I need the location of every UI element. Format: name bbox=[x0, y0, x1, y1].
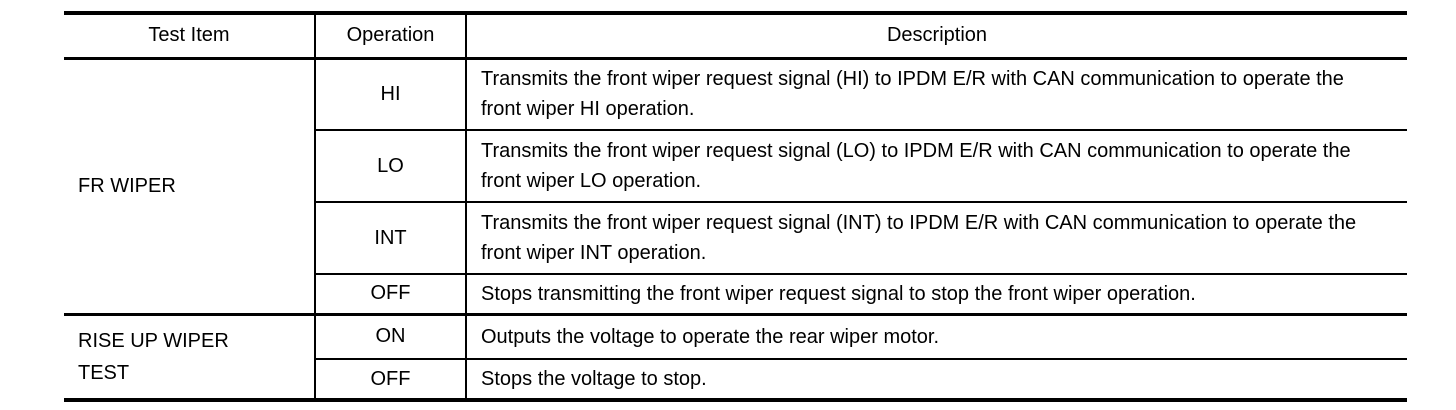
description-cell-hi: Transmits the front wiper request signal… bbox=[466, 58, 1407, 131]
table-row-fr-wiper-off: OFF Stops transmitting the front wiper r… bbox=[64, 274, 1407, 316]
wiper-test-table: Test Item Operation Description FR WIPER… bbox=[64, 11, 1407, 402]
description-text: Transmits the front wiper request signal… bbox=[481, 212, 1357, 264]
table-row-rise-up-off: OFF Stops the voltage to stop. bbox=[64, 359, 1407, 400]
description-cell-on: Outputs the voltage to operate the rear … bbox=[466, 314, 1407, 360]
column-header-test-item: Test Item bbox=[64, 13, 316, 60]
description-cell-off2: Stops the voltage to stop. bbox=[466, 359, 1407, 400]
operation-cell-on: ON bbox=[315, 314, 467, 360]
test-item-label: FR WIPER bbox=[78, 175, 176, 197]
description-cell-lo: Transmits the front wiper request signal… bbox=[466, 130, 1407, 203]
operation-cell-lo: LO bbox=[315, 130, 467, 203]
operation-cell-off2: OFF bbox=[315, 359, 467, 400]
test-item-cell-rise-up-wiper-test: RISE UP WIPER TEST bbox=[64, 314, 316, 400]
column-header-description: Description bbox=[466, 13, 1407, 60]
description-text: Stops the voltage to stop. bbox=[481, 368, 707, 390]
description-cell-off: Stops transmitting the front wiper reque… bbox=[466, 274, 1407, 316]
table-row-rise-up-on: RISE UP WIPER TEST ON Outputs the voltag… bbox=[64, 314, 1407, 400]
operation-cell-hi: HI bbox=[315, 58, 467, 131]
description-cell-int: Transmits the front wiper request signal… bbox=[466, 202, 1407, 275]
test-item-label: RISE UP WIPER TEST bbox=[78, 329, 229, 384]
operation-cell-off: OFF bbox=[315, 274, 467, 316]
column-header-operation: Operation bbox=[315, 13, 467, 60]
description-text: Stops transmitting the front wiper reque… bbox=[481, 282, 1196, 305]
test-item-cell-fr-wiper: FR WIPER bbox=[64, 58, 316, 316]
description-text: Transmits the front wiper request signal… bbox=[481, 68, 1344, 121]
table-row-fr-wiper-hi: FR WIPER HI Transmits the front wiper re… bbox=[64, 58, 1407, 316]
description-text: Transmits the front wiper request signal… bbox=[481, 140, 1351, 192]
table-row-fr-wiper-int: INT Transmits the front wiper request si… bbox=[64, 202, 1407, 275]
description-text: Outputs the voltage to operate the rear … bbox=[481, 325, 940, 348]
header-row: Test Item Operation Description bbox=[64, 13, 1407, 60]
table-row-fr-wiper-lo: LO Transmits the front wiper request sig… bbox=[64, 130, 1407, 203]
operation-cell-int: INT bbox=[315, 202, 467, 275]
